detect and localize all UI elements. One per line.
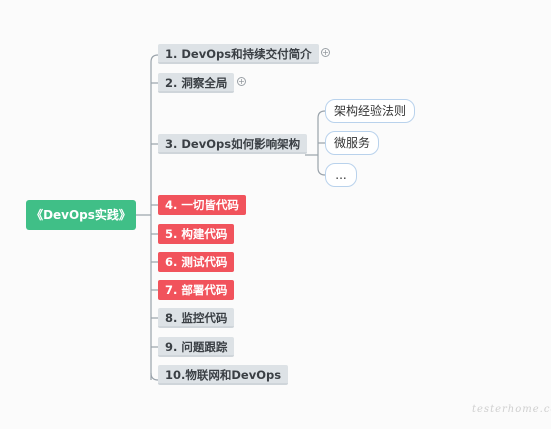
sub-connector-3 — [317, 167, 326, 176]
branch-node-7[interactable]: 7. 部署代码 — [158, 280, 235, 300]
subnode-more[interactable]: ... — [325, 163, 357, 187]
branch-node-3[interactable]: 3. DevOps如何影响架构 — [158, 134, 308, 154]
branch-node-2[interactable]: 2. 洞察全局 — [158, 73, 235, 93]
branch-node-4[interactable]: 4. 一切皆代码 — [158, 195, 246, 215]
branch-node-10[interactable]: 10.物联网和DevOps — [158, 365, 289, 385]
branch-node-8[interactable]: 8. 监控代码 — [158, 308, 235, 328]
branch-node-5[interactable]: 5. 构建代码 — [158, 224, 235, 244]
root-node[interactable]: 《DevOps实践》 — [26, 200, 136, 230]
branch-node-1[interactable]: 1. DevOps和持续交付简介 — [158, 44, 319, 64]
branch-connector-1 — [150, 54, 159, 63]
branch-node-6[interactable]: 6. 测试代码 — [158, 252, 235, 272]
subnode-microservices[interactable]: 微服务 — [325, 131, 380, 155]
watermark-text: testerhome.com — [472, 404, 551, 415]
expand-icon[interactable]: + — [237, 77, 246, 86]
expand-icon[interactable]: + — [321, 48, 330, 57]
sub-connector-1 — [317, 110, 326, 119]
subnode-architecture-rules[interactable]: 架构经验法则 — [325, 99, 416, 123]
branch-connector-10 — [150, 372, 159, 381]
branch-node-9[interactable]: 9. 问题跟踪 — [158, 337, 235, 357]
